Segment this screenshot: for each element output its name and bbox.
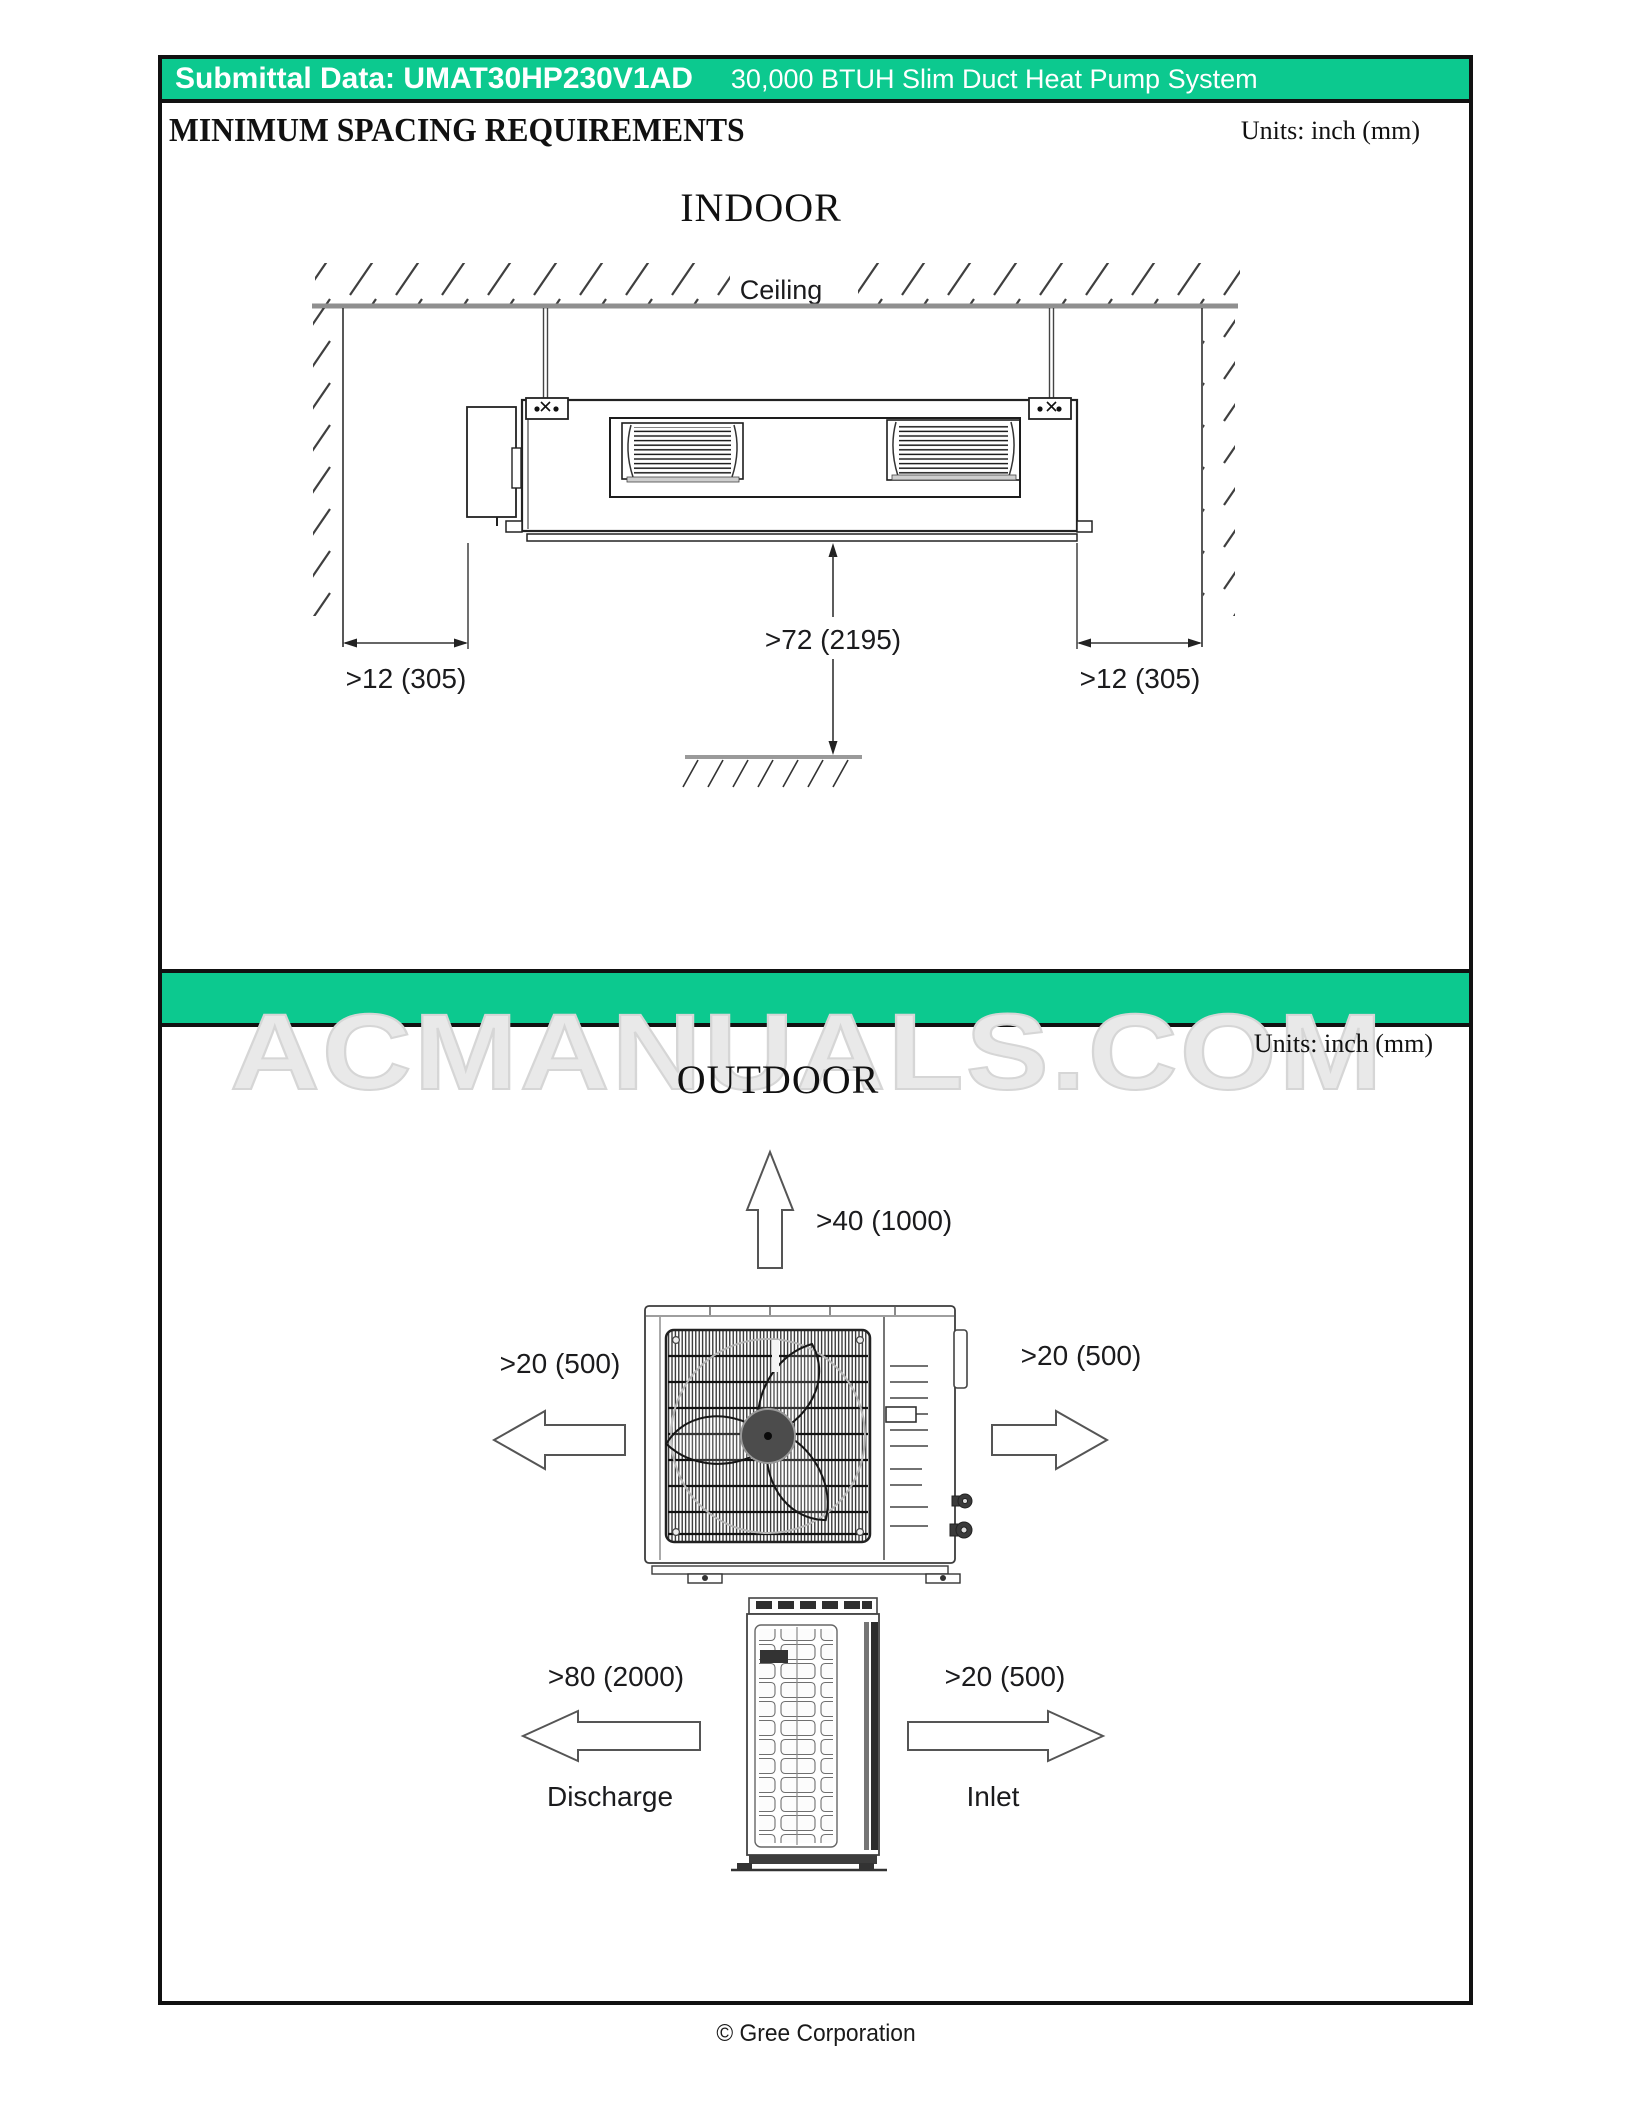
dimension-left (343, 543, 469, 649)
dimension-left-label: >12 (305) (346, 663, 467, 694)
indoor-heading: INDOOR (680, 185, 842, 230)
submittal-subtitle: 30,000 BTUH Slim Duct Heat Pump System (730, 63, 1258, 94)
right-block-arrow (991, 1409, 1110, 1471)
outdoor-heading: OUTDOOR (676, 1057, 880, 1102)
indoor-unit (466, 397, 1093, 542)
wall-right (1201, 308, 1235, 647)
header-bar: Submittal Data: UMAT30HP230V1AD 30,000 B… (162, 59, 1469, 103)
inlet-clearance-label: >20 (500) (945, 1661, 1066, 1692)
clearance-left-label: >20 (500) (500, 1348, 621, 1379)
inlet-label: Inlet (967, 1781, 1020, 1812)
service-valves (949, 1493, 973, 1539)
footer-copyright: © Gree Corporation (716, 2020, 916, 2047)
discharge-label: Discharge (547, 1781, 673, 1812)
inlet-arrow (907, 1709, 1106, 1763)
fan-icon (665, 1338, 866, 1534)
left-block-arrow (491, 1409, 626, 1471)
dimension-bottom-label: >72 (2195) (765, 624, 901, 655)
hanger-rods (542, 308, 1055, 400)
discharge-arrow (520, 1709, 701, 1763)
indoor-units-note: Units: inch (mm) (1240, 116, 1420, 145)
grille-left (621, 422, 744, 483)
outdoor-units-note: Units: inch (mm) (1253, 1029, 1433, 1058)
ceiling-hatch (315, 263, 1240, 305)
discharge-clearance-label: >80 (2000) (548, 1661, 684, 1692)
outdoor-diagram: >40 (1000) (491, 1149, 1142, 1872)
grille-right (886, 419, 1021, 481)
dimension-right (1076, 543, 1202, 649)
clearance-right-label: >20 (500) (1021, 1340, 1142, 1371)
dimension-below (828, 543, 838, 755)
submittal-title: Submittal Data: UMAT30HP230V1AD (175, 62, 693, 95)
up-block-arrow (745, 1149, 795, 1269)
indoor-diagram: Ceiling (312, 263, 1240, 788)
watermark-text: ACMANUALS.COM (229, 991, 1385, 1112)
section-title: MINIMUM SPACING REQUIREMENTS (169, 112, 745, 149)
dimension-right-label: >12 (305) (1080, 663, 1201, 694)
outdoor-unit-front (644, 1305, 973, 1584)
floor-mark (682, 755, 862, 788)
wall-left (313, 308, 344, 647)
outdoor-unit-side (731, 1597, 887, 1872)
clearance-top-label: >40 (1000) (816, 1205, 952, 1236)
ceiling-label: Ceiling (740, 275, 823, 305)
section-divider (162, 969, 1469, 1027)
